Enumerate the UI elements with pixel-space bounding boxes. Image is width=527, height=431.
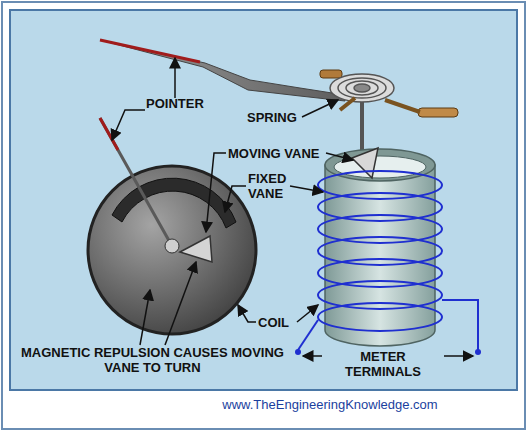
coil-turn [318,259,442,287]
spring-coil [330,74,394,102]
pivot-hub [165,239,179,253]
leader-line [290,186,323,192]
part-label: SPRING [247,110,307,125]
moving-vane-end-view [180,236,212,262]
cylinder-top [325,149,435,181]
coil-turn [318,303,442,331]
part-label: COIL [258,315,300,330]
leader-line [112,110,145,140]
coil-turn [318,171,442,199]
leader-line [238,305,256,322]
coil-end-view [88,166,256,334]
part-label: POINTER [146,96,226,111]
leader-line [206,153,226,232]
part-label: MOVING VANE [228,146,328,161]
spring-arm [340,98,355,110]
coil-turn [318,281,442,309]
coil-turn [318,193,442,221]
spring-arm [385,100,420,112]
leader-line [174,58,176,98]
panel-background [10,10,517,390]
spring-center [354,84,370,92]
spring-coil [346,81,378,95]
watermark: www.TheEngineeringKnowledge.com [160,397,500,412]
leader-line [140,290,150,345]
pointer-tip [100,40,200,62]
dial-pointer [100,118,172,246]
note-text: MAGNETIC REPULSION CAUSES MOVING VANE TO… [20,345,285,375]
leader-line [302,100,338,117]
fixed-vane-end-view [112,178,236,228]
coil-turn [318,237,442,265]
spring-coil [338,78,386,98]
leader-line [225,186,246,212]
leader-line [165,262,196,345]
part-label: FIXED VANE [248,171,294,201]
terminal-dot [295,349,301,355]
coil-lead [298,320,318,350]
moving-vane [352,148,378,178]
coil-lead [442,300,478,350]
coil-turn [318,215,442,243]
terminal-dot [475,349,481,355]
part-label: METER TERMINALS [322,349,444,379]
brass-post [320,70,342,78]
top-pointer [100,40,345,101]
leader-line [326,153,353,160]
leader-line [297,305,318,322]
brass-post [418,108,458,117]
